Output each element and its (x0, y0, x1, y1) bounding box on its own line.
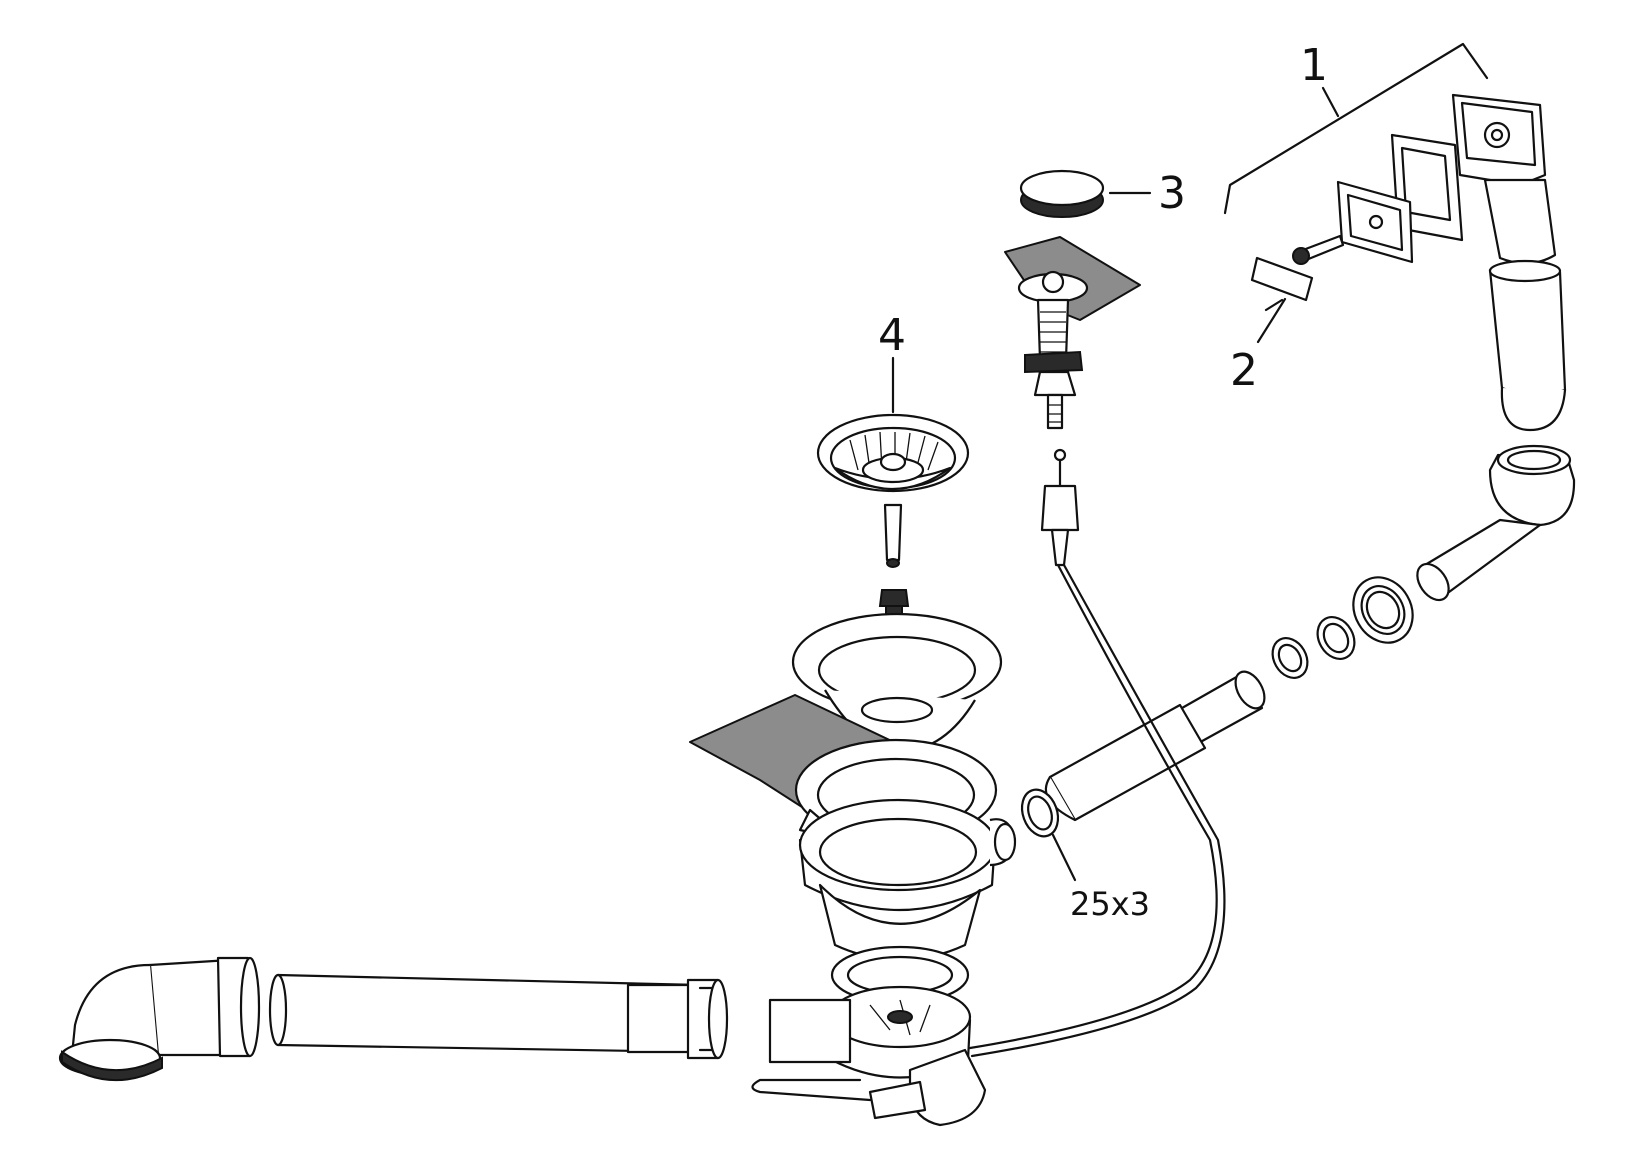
callout-1: 1 (1300, 40, 1328, 91)
callout-1-bracket (1223, 42, 1489, 215)
o-ring-25x3 (1020, 788, 1077, 882)
sealing-ring (1316, 616, 1356, 660)
callout-2: 2 (1230, 345, 1258, 396)
waste-valve-body (689, 589, 1017, 1127)
cable-nut (1040, 484, 1080, 532)
popup-button-assembly (968, 169, 1226, 1058)
overflow-gasket-plate (1336, 180, 1414, 264)
cone-washer (1271, 637, 1309, 679)
union-nut (1352, 576, 1414, 644)
callout-2-leader (1256, 297, 1287, 344)
bowden-cable (968, 563, 1218, 1050)
strainer-basket (816, 356, 970, 568)
seal-size-label: 25x3 (1070, 885, 1150, 923)
overflow-hose (1488, 265, 1567, 396)
callout-4: 4 (878, 310, 906, 361)
overflow-assembly (1223, 42, 1576, 679)
overflow-cover-cap (1250, 256, 1314, 302)
outlet-pipes (58, 956, 729, 1082)
callout-seal-leader (1051, 833, 1077, 882)
overflow-connecting-pipes (1044, 670, 1266, 822)
threaded-body (1036, 298, 1070, 362)
callout-3: 3 (1158, 168, 1186, 219)
callout-1-leader (1321, 86, 1340, 118)
